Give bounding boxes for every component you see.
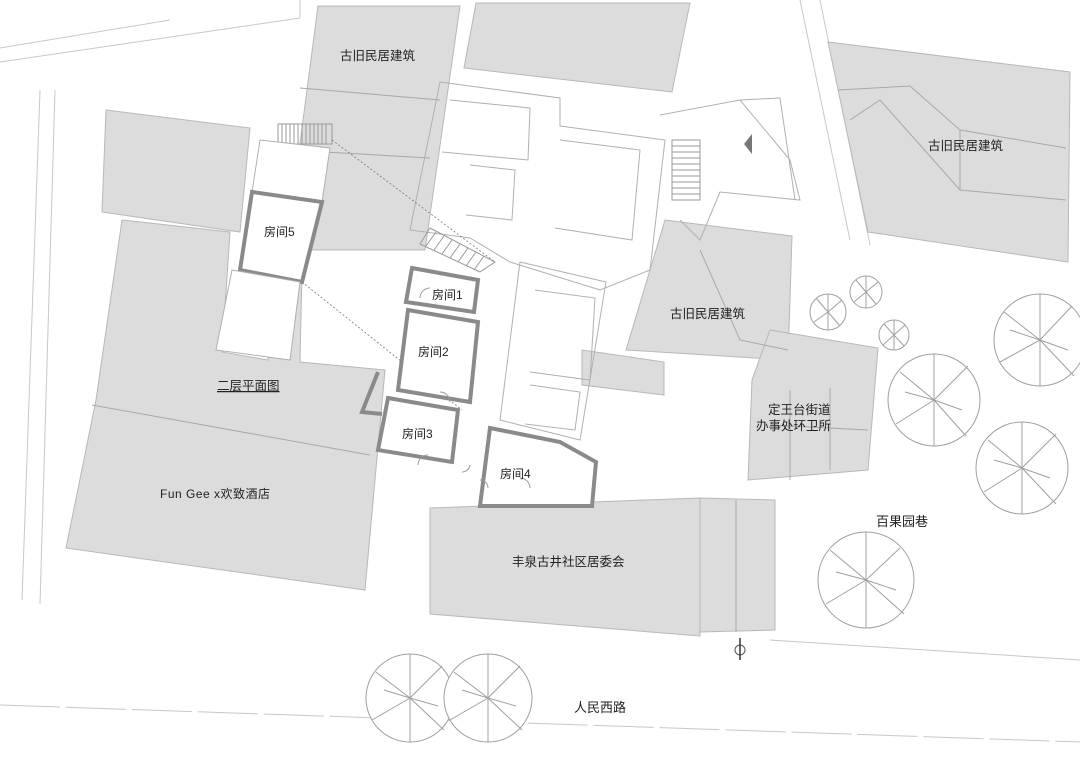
label-room5: 房间5: [264, 224, 295, 239]
block-community-annex: [699, 497, 776, 633]
tree-small-3: [878, 319, 910, 351]
north-arrow-icon: [734, 638, 746, 660]
tree-road-2: [443, 653, 533, 743]
block-sanitation: [747, 329, 879, 481]
labels: 古旧民居建筑 古旧民居建筑 古旧民居建筑 房间5 房间1 房间2 房间3 房间4…: [160, 48, 1004, 715]
block-top-center: [463, 2, 691, 93]
label-old-residence-top: 古旧民居建筑: [340, 48, 416, 63]
room-walls: [359, 265, 599, 508]
tree-large-3: [975, 421, 1069, 515]
plan-title: 二层平面图: [217, 379, 280, 393]
tree-small-1: [809, 293, 847, 331]
label-room4: 房间4: [500, 466, 531, 481]
label-room1: 房间1: [432, 287, 463, 302]
label-main-road: 人民西路: [574, 700, 626, 715]
block-community: [429, 497, 701, 637]
label-sanitation-line2: 办事处环卫所: [756, 418, 831, 433]
staircase-right: [671, 139, 701, 201]
room5-annex: [215, 139, 331, 361]
tree-small-2: [849, 275, 883, 309]
label-room2: 房间2: [418, 344, 449, 359]
block-left-upper: [101, 109, 251, 233]
tree-large-2: [887, 353, 981, 447]
building-blocks: [65, 2, 1071, 637]
room3-annex-wall: [359, 371, 383, 416]
tree-large-4: [817, 531, 915, 629]
tree-road-1: [365, 653, 455, 743]
label-sanitation-line1: 定王台街道: [768, 402, 831, 417]
staircase-top-left: [277, 123, 333, 145]
section-lines: [301, 139, 496, 411]
staircase-center: [419, 227, 496, 273]
room3-wall: [375, 395, 461, 465]
label-lane: 百果园巷: [876, 514, 928, 529]
room2-wall: [395, 307, 481, 405]
block-middle-lower: [581, 349, 665, 396]
label-community-committee: 丰泉古井社区居委会: [512, 554, 625, 569]
main-building-outline: [409, 81, 801, 441]
roof-lines: [91, 85, 1067, 632]
trees: [365, 275, 1080, 743]
triangle-marker-icon: [744, 134, 752, 154]
label-hotel: Fun Gee x欢致酒店: [160, 486, 271, 501]
room4-wall: [477, 425, 599, 508]
label-old-residence-middle: 古旧民居建筑: [670, 306, 746, 321]
block-hotel: [65, 219, 386, 591]
tree-large-1: [993, 293, 1080, 387]
label-room3: 房间3: [402, 426, 433, 441]
block-right-residence: [827, 41, 1071, 263]
door-swings: [417, 287, 531, 489]
room1-wall: [403, 265, 481, 315]
label-old-residence-right: 古旧民居建筑: [928, 138, 1004, 153]
